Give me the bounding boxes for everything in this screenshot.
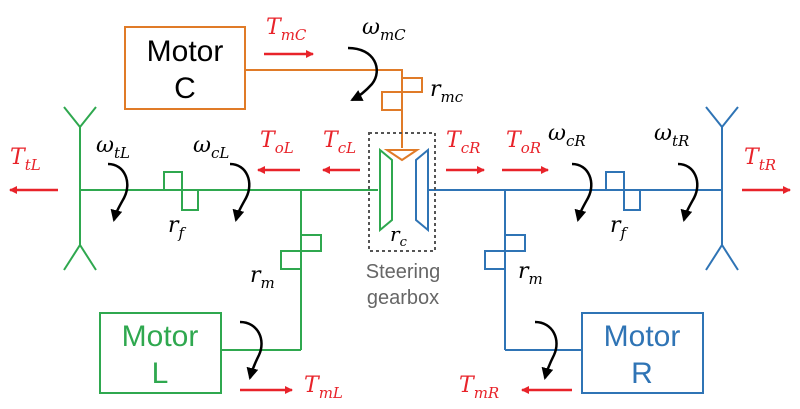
gear-rf-right-a bbox=[605, 171, 625, 191]
gear-rmc-upper bbox=[401, 77, 423, 93]
label-rmc: rmc bbox=[430, 77, 464, 106]
rot-wcr bbox=[571, 162, 593, 222]
left-wheel-top bbox=[63, 106, 97, 129]
gearbox-left-gear bbox=[379, 147, 393, 233]
torque-arrows bbox=[9, 50, 791, 394]
label-wcl: ωcL bbox=[193, 133, 229, 162]
right-wheel-bottom bbox=[705, 243, 739, 271]
motor-c-branch bbox=[124, 26, 423, 162]
motor-l-label-line1: Motor bbox=[122, 320, 199, 353]
gearbox-caption-line1: Steering bbox=[366, 261, 441, 283]
left-branch bbox=[63, 106, 393, 394]
motor-c-box bbox=[124, 26, 246, 110]
motor-c-label-line1: Motor bbox=[147, 35, 224, 68]
label-tor: ToR bbox=[506, 128, 541, 157]
right-wheel-top bbox=[705, 106, 739, 129]
gear-rf-left-a bbox=[163, 171, 183, 191]
motor-r-box bbox=[581, 312, 704, 394]
motor-r-label-line2: R bbox=[631, 357, 653, 390]
motor-r-label-line1: Motor bbox=[604, 320, 681, 353]
label-tml: TmL bbox=[304, 373, 343, 402]
label-wtl: ωtL bbox=[96, 133, 130, 162]
label-tcl: TcL bbox=[323, 128, 356, 157]
gearbox-ratio-label: rc bbox=[390, 222, 408, 250]
gear-rm-left-a bbox=[300, 234, 322, 252]
rot-wtl bbox=[107, 162, 129, 222]
left-wheel-bottom bbox=[63, 243, 97, 271]
label-tcr: TcR bbox=[446, 128, 480, 157]
label-tol: ToL bbox=[260, 128, 294, 157]
label-wcr: ωcR bbox=[548, 121, 586, 150]
label-tmr: TmR bbox=[459, 373, 499, 402]
rot-wmc bbox=[347, 46, 378, 102]
steering-gearbox-outline bbox=[368, 132, 436, 252]
motor-c-shaft bbox=[245, 69, 403, 78]
right-branch bbox=[415, 106, 739, 394]
motor-c-label-line2: C bbox=[174, 72, 196, 105]
motor-l-box bbox=[99, 312, 222, 394]
label-rf-right: rf bbox=[610, 213, 629, 242]
pinion-gear bbox=[383, 149, 421, 162]
rot-wcl bbox=[229, 162, 251, 222]
label-ttl: TtL bbox=[10, 145, 41, 174]
gear-rf-left-b bbox=[181, 189, 199, 211]
rot-wtr bbox=[677, 162, 699, 222]
gearbox-right-gear bbox=[415, 147, 429, 233]
gear-rmc-lower bbox=[381, 91, 403, 111]
gear-rf-right-b bbox=[623, 189, 641, 211]
gear-rm-left-b bbox=[280, 250, 302, 270]
rotation-arrows bbox=[107, 46, 699, 380]
motor-l-label-line2: L bbox=[152, 357, 169, 390]
rot-wmr bbox=[534, 320, 558, 380]
label-wmc: ωmC bbox=[362, 15, 406, 44]
label-tmc: TmC bbox=[266, 15, 307, 44]
rot-wml bbox=[239, 320, 263, 380]
label-rm-right: rm bbox=[518, 259, 543, 288]
label-ttr: TtR bbox=[744, 145, 776, 174]
gear-rm-right-b bbox=[484, 250, 506, 270]
label-rf-left: rf bbox=[168, 213, 187, 242]
label-wtr: ωtR bbox=[654, 121, 689, 150]
gearbox-caption-line2: gearbox bbox=[367, 287, 439, 309]
gear-rm-right-a bbox=[504, 234, 526, 252]
label-rm-left: rm bbox=[250, 263, 275, 292]
